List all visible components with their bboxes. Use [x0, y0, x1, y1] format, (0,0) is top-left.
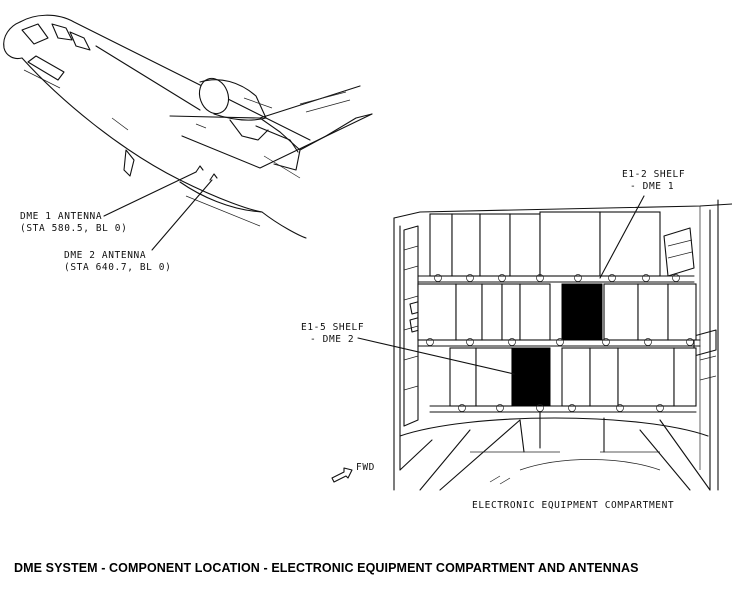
- e12-shelf-label: E1-2 SHELF: [622, 169, 685, 180]
- dme2-unit: [511, 347, 551, 407]
- dme2-shelf-leader: [357, 337, 515, 375]
- compartment-caption: ELECTRONIC EQUIPMENT COMPARTMENT: [472, 500, 674, 511]
- dme2-antenna-station: (STA 640.7, BL 0): [64, 262, 171, 273]
- e12-shelf-sublabel: - DME 1: [630, 181, 674, 192]
- dme1-shelf-leader: [599, 195, 645, 279]
- forward-arrow-icon: [331, 467, 353, 483]
- fwd-label: FWD: [356, 462, 375, 473]
- dme1-antenna-label: DME 1 ANTENNA: [20, 211, 102, 222]
- dme1-antenna-station: (STA 580.5, BL 0): [20, 223, 127, 234]
- dme2-antenna-label: DME 2 ANTENNA: [64, 250, 146, 261]
- equipment-compartment-illustration: [393, 199, 732, 491]
- aircraft-illustration: [3, 14, 373, 239]
- dme1-antenna-leader: [103, 171, 197, 217]
- e15-shelf-label: E1-5 SHELF: [301, 322, 364, 333]
- dme2-antenna-leader: [151, 179, 213, 251]
- e15-shelf-sublabel: - DME 2: [310, 334, 354, 345]
- dme1-unit: [561, 283, 603, 341]
- figure-caption: DME SYSTEM - COMPONENT LOCATION - ELECTR…: [14, 561, 639, 575]
